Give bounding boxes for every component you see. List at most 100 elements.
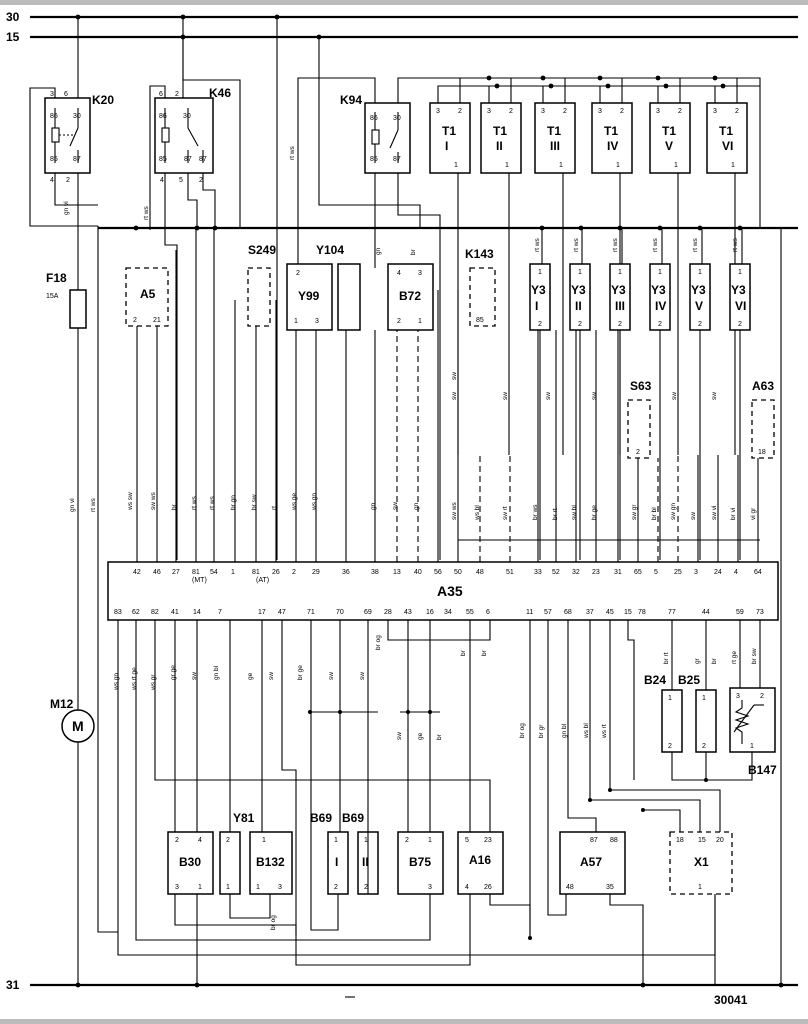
svg-text:1: 1 [616, 162, 620, 169]
svg-text:85: 85 [370, 156, 378, 163]
sensor-b147-label: B147 [748, 763, 777, 777]
svg-text:3: 3 [541, 108, 545, 115]
rail-15: 15 [6, 30, 798, 44]
ecu-note-mt: (MT) [192, 577, 207, 584]
ecu-pin-bottom: 62 [132, 609, 140, 616]
svg-text:6: 6 [64, 91, 68, 98]
svg-text:18: 18 [758, 449, 766, 456]
svg-text:6: 6 [159, 91, 163, 98]
ecu-pin-bottom: 41 [171, 609, 179, 616]
svg-text:2: 2 [66, 177, 70, 184]
ecu-pin-top: 46 [153, 569, 161, 576]
ecu-pin-top: 36 [342, 569, 350, 576]
svg-text:br: br [481, 649, 488, 656]
coil-t1-numeral: IV [607, 139, 618, 153]
svg-text:4: 4 [397, 270, 401, 277]
ecu-pin-top: 31 [614, 569, 622, 576]
sensor-b72-label: B72 [399, 289, 421, 303]
connector-x1-label: X1 [694, 855, 709, 869]
svg-text:4: 4 [50, 177, 54, 184]
rail-30: 30 [6, 10, 798, 24]
sensor-b69-i-numeral: I [335, 855, 338, 869]
sensor-b25: B25 1 2 [678, 673, 717, 753]
svg-text:2: 2 [405, 837, 409, 844]
svg-text:1: 1 [418, 318, 422, 325]
svg-text:sw: sw [328, 672, 335, 680]
ecu-pin-top: 29 [312, 569, 320, 576]
svg-text:rt ws: rt ws [732, 238, 739, 252]
svg-text:gn: gn [375, 247, 382, 255]
svg-text:87: 87 [590, 837, 598, 844]
svg-text:rt ws: rt ws [652, 238, 659, 252]
sensor-b72: B72 4 3 2 1 [387, 263, 434, 331]
svg-text:sw: sw [392, 502, 399, 510]
svg-text:86: 86 [370, 115, 378, 122]
injector-y3-label: Y3 [531, 283, 546, 297]
ecu-pin-bottom: 73 [756, 609, 764, 616]
injector-y3-label: Y3 [691, 283, 706, 297]
svg-text:88: 88 [610, 837, 618, 844]
svg-text:4: 4 [465, 884, 469, 891]
svg-text:2: 2 [538, 321, 542, 328]
relay-k46-label: K46 [209, 86, 231, 100]
ecu-pin-bottom: 6 [486, 609, 490, 616]
svg-text:1: 1 [731, 162, 735, 169]
svg-text:2: 2 [760, 693, 764, 700]
svg-text:rt: rt [271, 506, 278, 510]
svg-text:1: 1 [226, 884, 230, 891]
fuse-f18-rating: 15A [46, 293, 59, 300]
svg-text:1: 1 [198, 884, 202, 891]
upper-wire-color-labels: ws sw sw ws br rt ws rt ws br gn br sw r… [63, 146, 757, 521]
ecu-pin-bottom: 43 [404, 609, 412, 616]
svg-text:gr ge: gr ge [170, 665, 177, 680]
svg-text:2: 2 [175, 91, 179, 98]
connector-x1: X1 18 15 20 1 [669, 831, 733, 895]
sensor-b147: B147 3 2 1 [729, 687, 777, 777]
svg-text:2: 2 [458, 108, 462, 115]
svg-text:3: 3 [487, 108, 491, 115]
relay-k143: K143 85 [465, 247, 496, 327]
svg-text:23: 23 [484, 837, 492, 844]
sensor-b75-label: B75 [409, 855, 431, 869]
svg-text:br rt: br rt [552, 508, 559, 520]
ecu-pin-bottom: 57 [544, 609, 552, 616]
ecu-pin-bottom: 44 [702, 609, 710, 616]
valve-y99-label: Y99 [298, 289, 320, 303]
ecu-pin-top: 4 [734, 569, 738, 576]
ecu-pin-top: 1 [231, 569, 235, 576]
svg-text:2: 2 [175, 837, 179, 844]
svg-text:rt ws: rt ws [143, 206, 150, 220]
sensor-b24-label: B24 [644, 673, 666, 687]
coil-t1-label: T1 [662, 124, 676, 138]
relay-wiring [29, 17, 761, 933]
ecu-pin-top: 42 [133, 569, 141, 576]
ecu-pin-top: 52 [552, 569, 560, 576]
svg-text:1: 1 [538, 269, 542, 276]
svg-text:85: 85 [159, 156, 167, 163]
relay-k20-label: K20 [92, 93, 114, 107]
svg-text:15: 15 [698, 837, 706, 844]
ecu-pin-bottom: 45 [606, 609, 614, 616]
svg-text:br ws: br ws [532, 504, 539, 520]
coil-t1-numeral: VI [722, 139, 733, 153]
svg-text:3: 3 [428, 884, 432, 891]
ecu-pin-top: 25 [674, 569, 682, 576]
svg-text:87: 87 [199, 156, 207, 163]
relay-k46: K46 6 2 30 86 85 87 87 4 5 2 [154, 86, 231, 184]
svg-text:gn bl: gn bl [561, 723, 568, 738]
svg-text:86: 86 [50, 113, 58, 120]
svg-text:ws gn: ws gn [311, 493, 318, 511]
switch-s249: S249 [247, 243, 276, 327]
module-a63: A63 18 [751, 379, 775, 459]
injector-y3-numeral: I [535, 299, 538, 313]
diagram-id: 30041 [714, 993, 748, 1007]
ecu-pin-top: 13 [393, 569, 401, 576]
ecu-pin-bottom: 7 [218, 609, 222, 616]
svg-text:br bl: br bl [651, 507, 658, 520]
svg-text:sw: sw [268, 672, 275, 680]
